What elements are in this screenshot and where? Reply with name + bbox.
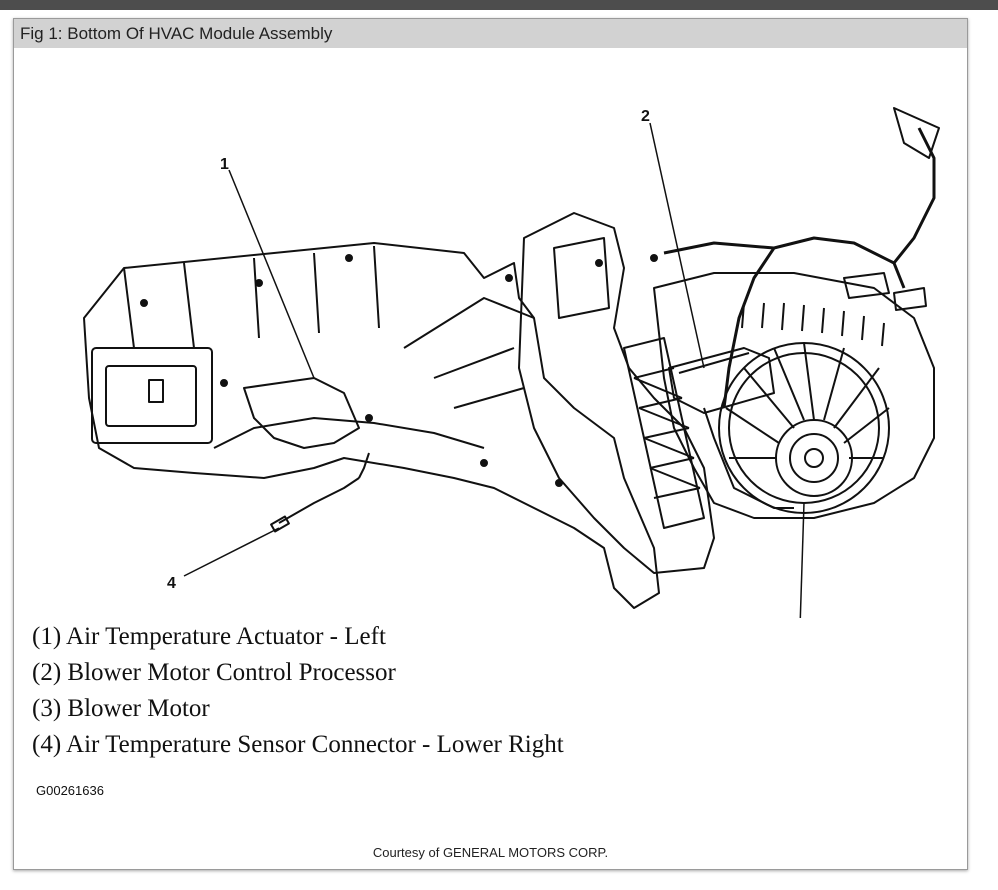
leader-line-1	[228, 169, 315, 379]
figure-caption: Fig 1: Bottom Of HVAC Module Assembly	[14, 19, 967, 48]
leader-line-4	[183, 527, 280, 577]
legend-item: (3) Blower Motor	[32, 695, 210, 722]
legend-item: (1) Air Temperature Actuator - Left	[32, 623, 386, 650]
blower-motor-hub	[775, 419, 853, 497]
figure-frame: Fig 1: Bottom Of HVAC Module Assembly	[13, 18, 968, 870]
sensor-connector-wire	[278, 477, 360, 524]
legend-item: (2) Blower Motor Control Processor	[32, 659, 396, 686]
blower-housing	[653, 272, 935, 519]
leader-line-2	[649, 122, 705, 369]
callout-1: 1	[220, 156, 229, 173]
left-housing	[83, 242, 660, 609]
top-dark-bar	[0, 0, 998, 10]
figure-code: G00261636	[36, 783, 104, 798]
wiring-harness	[663, 127, 936, 409]
callout-4: 4	[167, 575, 176, 592]
outlet-box	[91, 347, 213, 444]
control-processor	[668, 347, 775, 414]
legend-item: (4) Air Temperature Sensor Connector - L…	[32, 731, 564, 758]
legend: (1) Air Temperature Actuator - Left (2) …	[32, 619, 564, 763]
leader-line-3	[799, 502, 805, 618]
center-duct	[518, 212, 715, 574]
hvac-module-illustration: 1 2 3 4	[83, 107, 940, 618]
callout-2: 2	[641, 108, 650, 125]
courtesy-credit: Courtesy of GENERAL MOTORS CORP.	[372, 845, 609, 860]
